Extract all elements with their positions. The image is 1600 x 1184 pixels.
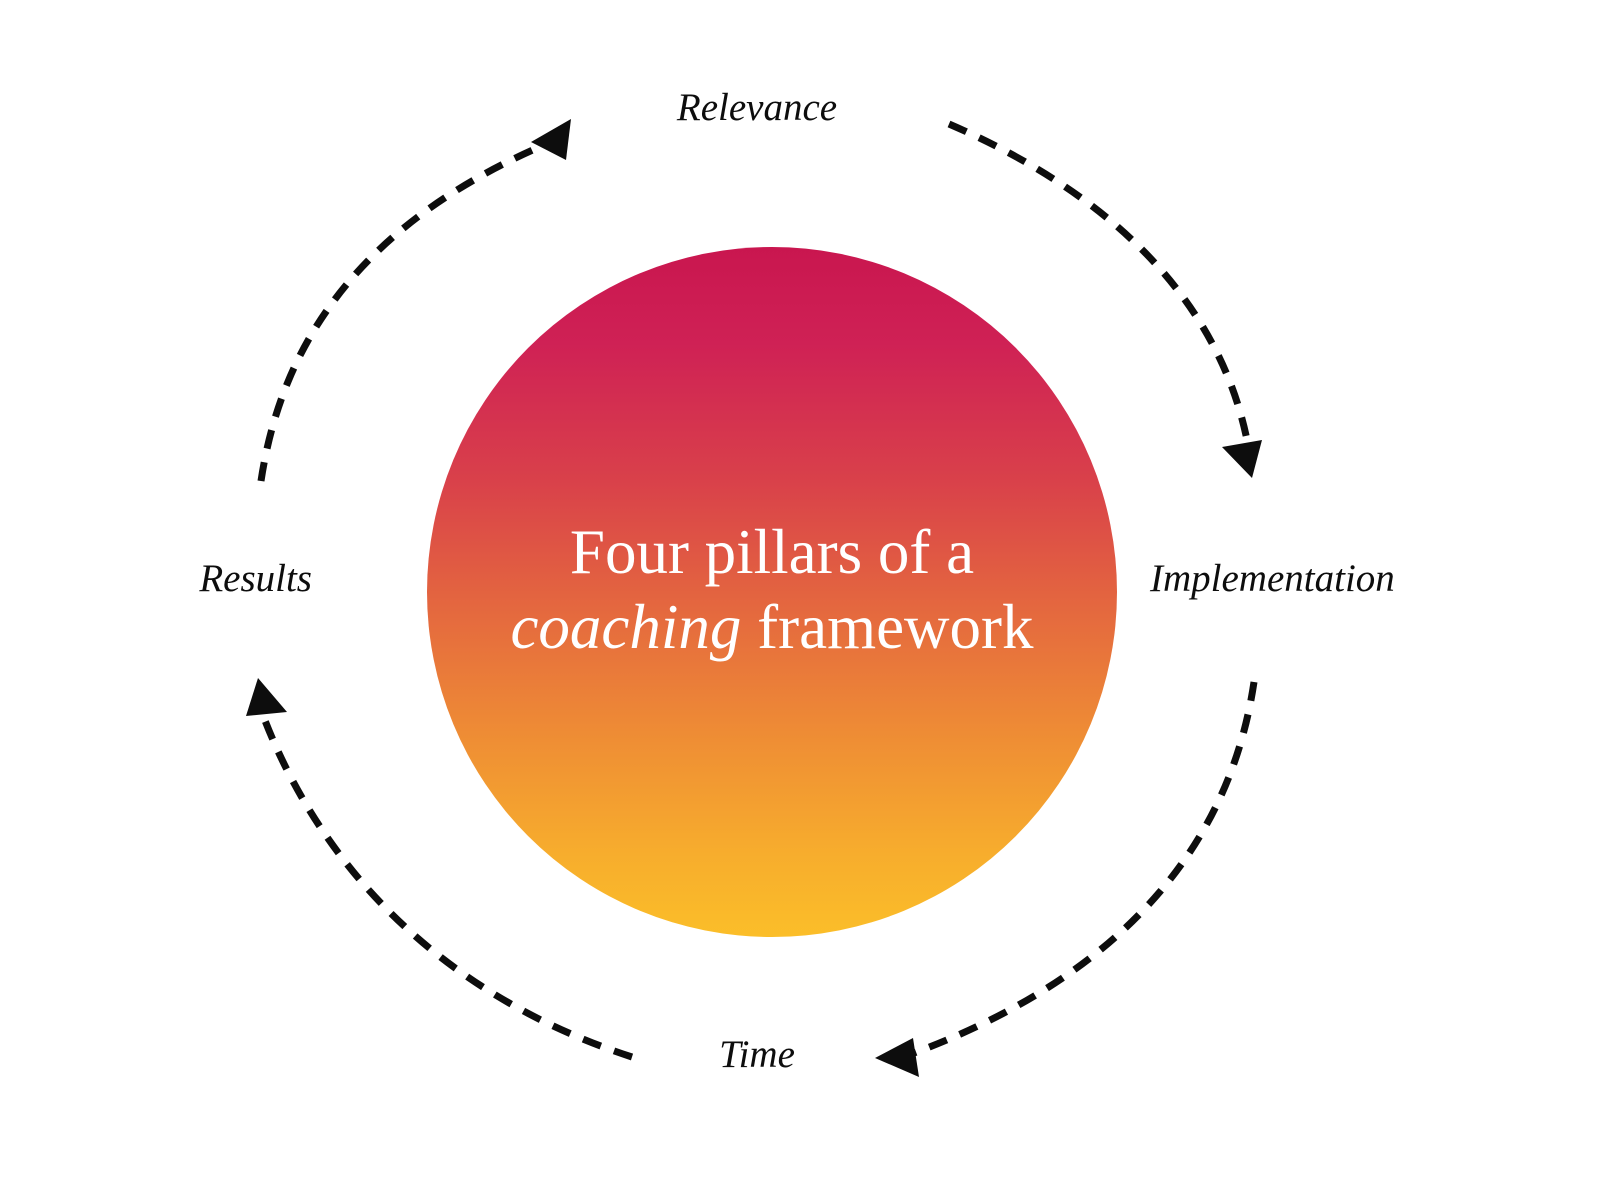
center-headline-line-1: Four pillars of a: [570, 517, 974, 587]
node-label-time[interactable]: Time: [719, 1033, 795, 1076]
connector-implementation-to-time: [875, 681, 1258, 1077]
arrow-head-icon: [1222, 440, 1262, 478]
center-headline-line-2: coaching framework: [510, 592, 1034, 662]
connector-arc-path: [257, 136, 558, 482]
arrow-head-icon: [246, 678, 287, 716]
arrow-head-icon: [875, 1038, 919, 1077]
connector-results-to-relevance: [257, 119, 571, 482]
node-label-results[interactable]: Results: [198, 557, 312, 600]
connector-relevance-to-implementation: [947, 120, 1262, 478]
connector-time-to-results: [246, 678, 634, 1061]
node-label-implementation[interactable]: Implementation: [1149, 557, 1395, 600]
connector-arc-path: [947, 120, 1251, 441]
center-headline-rest: framework: [741, 592, 1034, 662]
arrow-head-icon: [531, 119, 571, 160]
node-label-relevance[interactable]: Relevance: [676, 86, 837, 129]
center-headline-emphasis: coaching: [510, 592, 741, 662]
center-sphere: [427, 247, 1117, 937]
connector-arc-path: [912, 681, 1258, 1057]
